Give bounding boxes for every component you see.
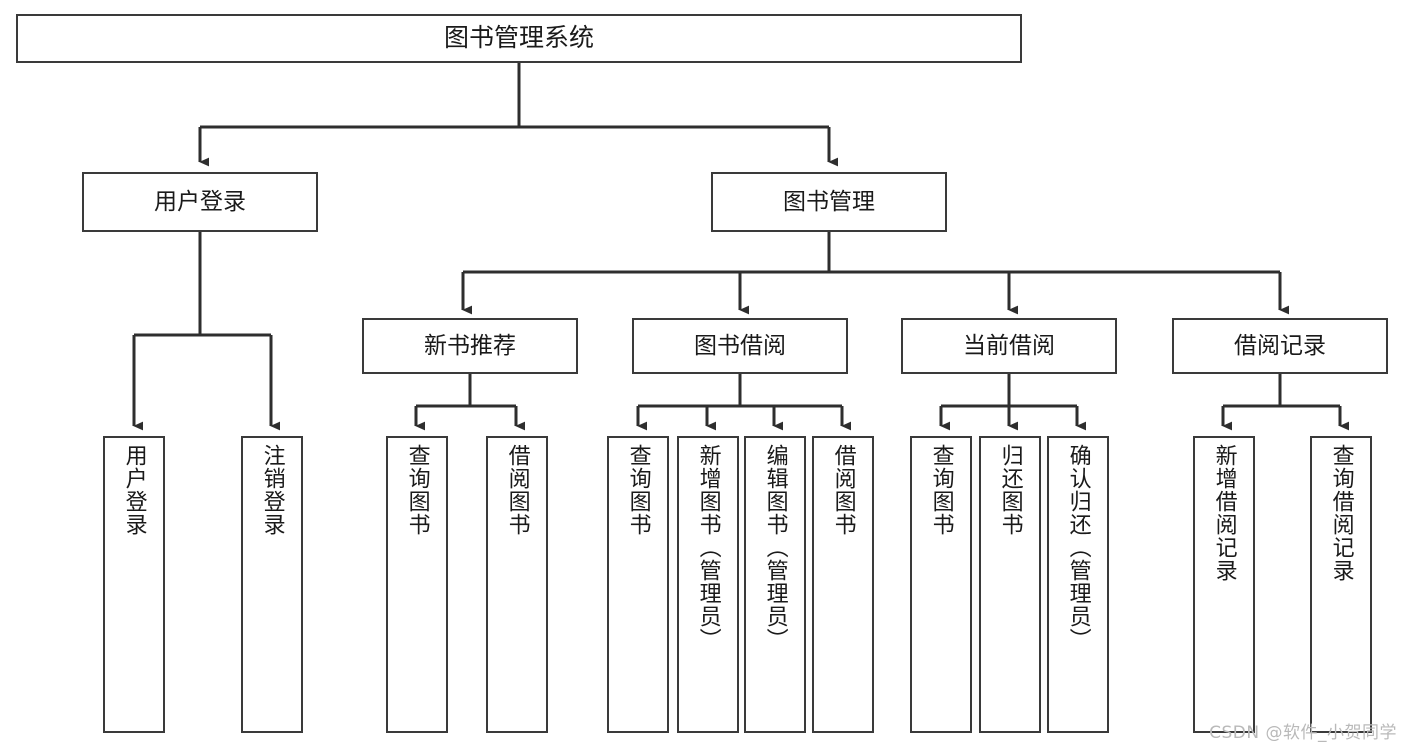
leaf-borrow-book-1-label: 借阅图书	[504, 444, 530, 536]
leaf-logout-login[interactable]: 注销登录	[241, 436, 303, 733]
node-book-borrow[interactable]: 图书借阅	[632, 318, 848, 374]
leaf-query-book-3[interactable]: 查询图书	[910, 436, 972, 733]
leaf-user-login[interactable]: 用户登录	[103, 436, 165, 733]
leaf-logout-login-label: 注销登录	[259, 444, 285, 536]
leaf-return-book[interactable]: 归还图书	[979, 436, 1041, 733]
node-book-manage[interactable]: 图书管理	[711, 172, 947, 232]
leaf-add-book-label: 新增图书（管理员）	[695, 444, 721, 651]
leaf-query-book-3-label: 查询图书	[928, 444, 954, 536]
leaf-user-login-label: 用户登录	[121, 444, 147, 536]
node-book-borrow-label: 图书借阅	[694, 332, 786, 359]
node-borrow-record-label: 借阅记录	[1234, 332, 1326, 359]
node-new-book-recommend-label: 新书推荐	[424, 332, 516, 359]
leaf-query-book-2[interactable]: 查询图书	[607, 436, 669, 733]
leaf-borrow-book-1[interactable]: 借阅图书	[486, 436, 548, 733]
node-current-borrow[interactable]: 当前借阅	[901, 318, 1117, 374]
leaf-query-book-1-label: 查询图书	[404, 444, 430, 536]
leaf-query-borrow-record-label: 查询借阅记录	[1328, 444, 1354, 582]
leaf-borrow-book-2-label: 借阅图书	[830, 444, 856, 536]
csdn-watermark: CSDN @软件_小贺同学	[1209, 723, 1397, 743]
leaf-query-borrow-record[interactable]: 查询借阅记录	[1310, 436, 1372, 733]
node-root-book-management-system[interactable]: 图书管理系统	[16, 14, 1022, 63]
leaf-borrow-book-2[interactable]: 借阅图书	[812, 436, 874, 733]
node-root-label: 图书管理系统	[443, 23, 594, 53]
node-user-login-label: 用户登录	[154, 188, 246, 215]
node-borrow-record[interactable]: 借阅记录	[1172, 318, 1388, 374]
leaf-edit-book[interactable]: 编辑图书（管理员）	[744, 436, 806, 733]
leaf-edit-book-label: 编辑图书（管理员）	[762, 444, 788, 651]
leaf-confirm-return-label: 确认归还（管理员）	[1065, 444, 1091, 651]
leaf-query-book-2-label: 查询图书	[625, 444, 651, 536]
node-current-borrow-label: 当前借阅	[963, 332, 1055, 359]
leaf-add-book[interactable]: 新增图书（管理员）	[677, 436, 739, 733]
leaf-add-borrow-record-label: 新增借阅记录	[1211, 444, 1237, 582]
node-book-manage-label: 图书管理	[783, 188, 875, 215]
leaf-query-book-1[interactable]: 查询图书	[386, 436, 448, 733]
leaf-return-book-label: 归还图书	[997, 444, 1023, 536]
node-user-login[interactable]: 用户登录	[82, 172, 318, 232]
leaf-confirm-return[interactable]: 确认归还（管理员）	[1047, 436, 1109, 733]
leaf-add-borrow-record[interactable]: 新增借阅记录	[1193, 436, 1255, 733]
node-new-book-recommend[interactable]: 新书推荐	[362, 318, 578, 374]
